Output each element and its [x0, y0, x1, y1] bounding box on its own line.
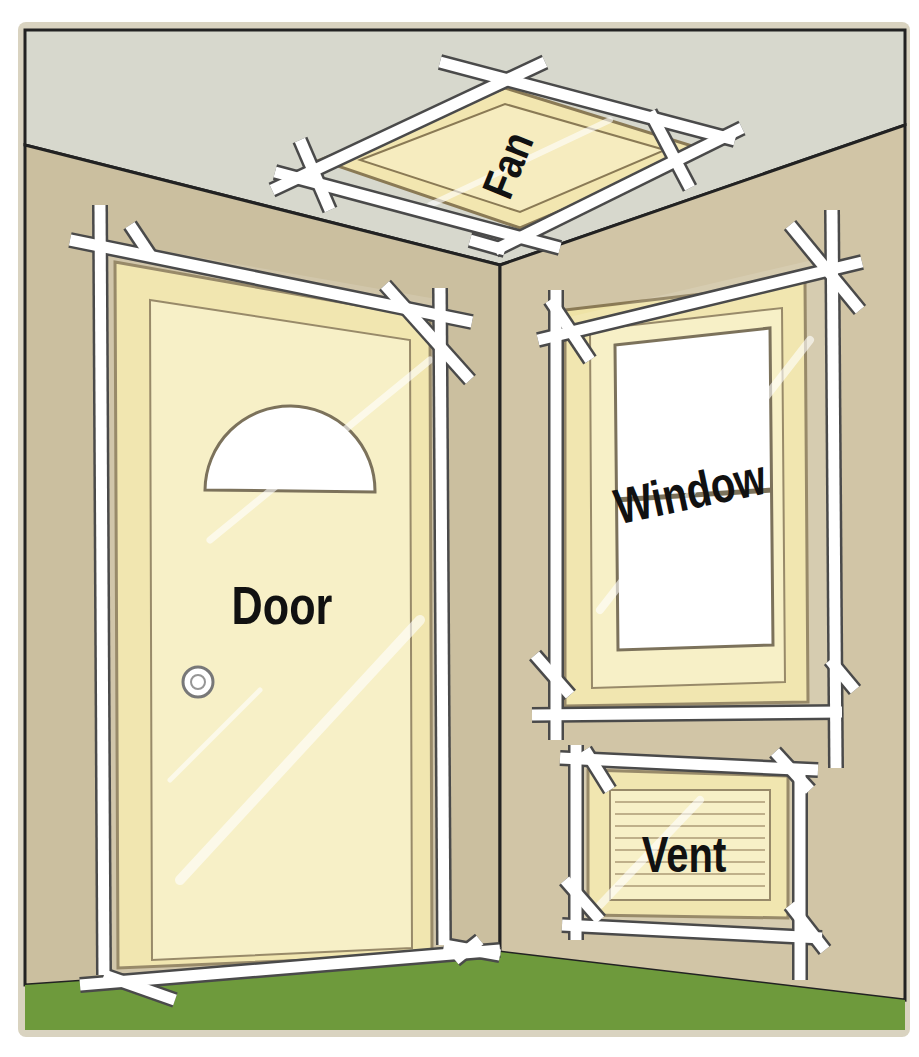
- object-label: Vent: [642, 830, 726, 880]
- object-label: Door: [232, 578, 333, 632]
